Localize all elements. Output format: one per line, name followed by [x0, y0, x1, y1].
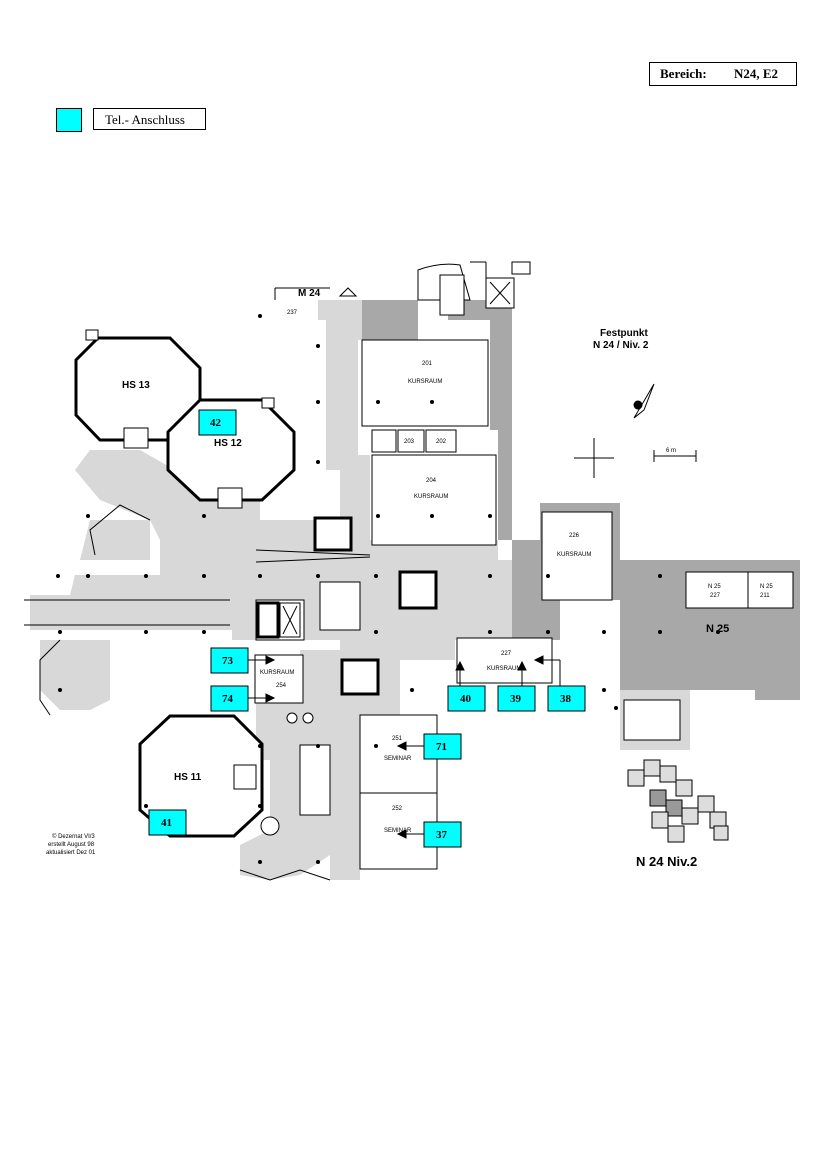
- svg-text:37: 37: [436, 829, 448, 841]
- room-237: 237: [287, 310, 298, 316]
- room-252: 252: [392, 806, 403, 812]
- room-251-type: SEMINAR: [384, 756, 412, 762]
- room-204: 204: [426, 478, 437, 484]
- room-252-type: SEMINAR: [384, 828, 412, 834]
- svg-text:40: 40: [460, 693, 472, 705]
- port-arrows: [248, 655, 561, 839]
- scale-label: 6 m: [666, 448, 676, 454]
- hall-hs12: HS 12: [214, 438, 242, 449]
- room-202: 202: [436, 439, 447, 445]
- svg-text:38: 38: [560, 693, 572, 705]
- area-indicator-box: Bereich: N24, E2: [649, 62, 797, 86]
- phone-port-37: 37: [423, 821, 462, 848]
- cores: [256, 516, 438, 696]
- room-n25-211-a: N 25: [760, 584, 773, 590]
- fixpoint-label-2: N 24 / Niv. 2: [593, 340, 649, 351]
- wing-n25: N 25: [706, 623, 729, 635]
- hall-hs13: HS 13: [122, 380, 150, 391]
- phone-port-40: 40: [447, 685, 486, 712]
- legend-phone-swatch: [56, 108, 82, 132]
- map-labels: M 24 237 Festpunkt N 24 / Niv. 2 6 m HS …: [46, 288, 773, 869]
- overview-plan: [627, 759, 729, 843]
- copyright-line-1: © Dezernat VI/3: [52, 833, 95, 840]
- area-value: N24, E2: [734, 66, 779, 81]
- crosshair: [574, 438, 614, 478]
- plan-title: N 24 Niv.2: [636, 854, 697, 869]
- fixpoint-label-1: Festpunkt: [600, 328, 648, 339]
- svg-text:42: 42: [210, 417, 222, 429]
- phone-port-71: 71: [423, 733, 462, 760]
- phone-port-38: 38: [547, 685, 586, 712]
- phone-port-73: 73: [210, 647, 249, 674]
- svg-text:74: 74: [222, 693, 234, 705]
- phone-port-42: 42: [198, 409, 237, 436]
- compass: [633, 383, 655, 419]
- room-201-type: KURSRAUM: [408, 379, 442, 385]
- legend-phone-label: Tel.- Anschluss: [93, 108, 206, 130]
- svg-text:73: 73: [222, 655, 234, 667]
- room-203: 203: [404, 439, 415, 445]
- column-dots: [56, 314, 720, 864]
- hall-entries: [85, 329, 314, 836]
- phone-port-74: 74: [210, 685, 249, 712]
- scale-bar: [653, 450, 697, 462]
- svg-text:41: 41: [161, 817, 172, 829]
- svg-text:39: 39: [510, 693, 522, 705]
- room-227-type: KURSRAUM: [487, 666, 521, 672]
- room-201: 201: [422, 361, 433, 367]
- north-marker: [338, 287, 358, 297]
- room-251: 251: [392, 736, 403, 742]
- room-226-type: KURSRAUM: [557, 552, 591, 558]
- copyright-line-3: aktualisiert Dez 01: [46, 850, 96, 856]
- copyright-line-2: erstellt August 98: [48, 842, 95, 848]
- room-254-type: KURSRAUM: [260, 670, 294, 676]
- rooms: [254, 339, 794, 870]
- svg-text:71: 71: [436, 741, 447, 753]
- room-227: 227: [501, 651, 512, 657]
- room-204-type: KURSRAUM: [414, 494, 448, 500]
- room-n25-227-b: 227: [710, 593, 721, 599]
- outlines: [24, 287, 371, 881]
- stairwell-north: [417, 261, 531, 316]
- room-254: 254: [276, 683, 287, 689]
- phone-port-41: 41: [148, 809, 187, 836]
- phone-port-39: 39: [497, 685, 536, 712]
- building-label: M 24: [298, 288, 321, 299]
- area-label: Bereich:: [660, 66, 707, 81]
- room-n25-211-b: 211: [760, 593, 770, 599]
- core-details: [279, 602, 301, 638]
- room-226: 226: [569, 533, 580, 539]
- hall-hs11: HS 11: [174, 772, 202, 783]
- room-n25-227-a: N 25: [708, 584, 721, 590]
